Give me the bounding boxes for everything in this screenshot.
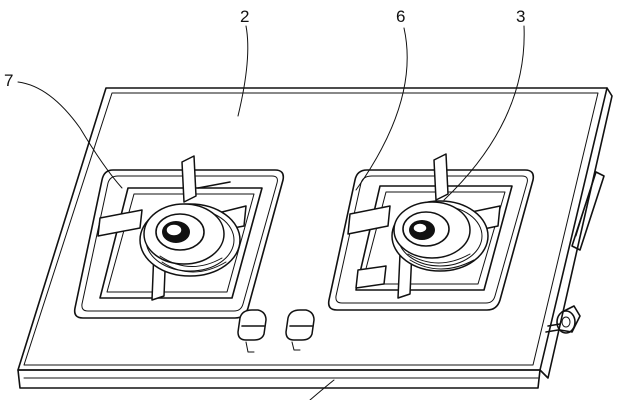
- left-burner: [139, 203, 241, 277]
- control-knob-left: [237, 309, 267, 353]
- leader-line-3: [443, 25, 525, 201]
- control-knob-right: [285, 309, 315, 351]
- leader-line-2: [237, 25, 249, 117]
- stove-panel: [17, 87, 613, 389]
- label-burner: 3: [516, 7, 525, 26]
- label-flame-cap: 6: [396, 7, 405, 26]
- leader-line-bottom: [309, 379, 335, 400]
- label-grate: 7: [4, 71, 13, 90]
- leader-line-7: [17, 81, 123, 189]
- left-burner-well: [73, 169, 285, 319]
- right-burner: [391, 200, 489, 272]
- label-panel: 2: [240, 7, 249, 26]
- leader-line-6: [355, 27, 408, 191]
